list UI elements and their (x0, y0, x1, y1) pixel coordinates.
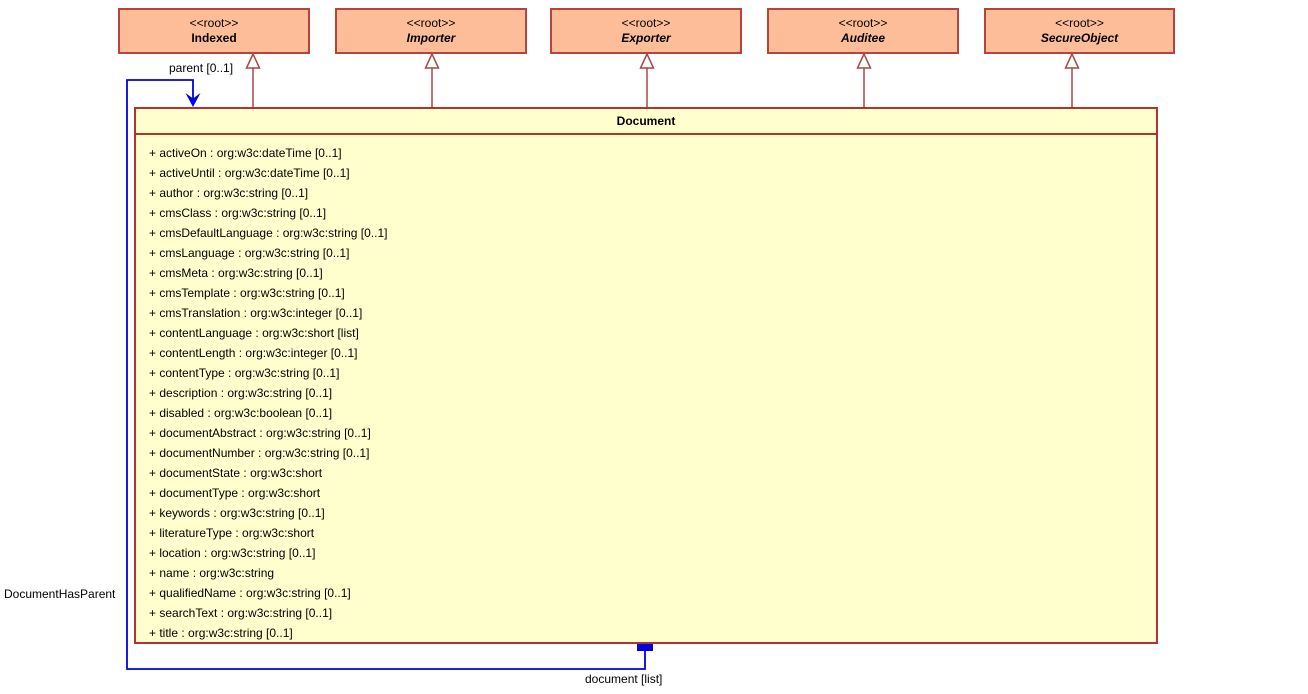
generalization-triangle-icon (245, 52, 261, 69)
attribute: + contentLanguage : org:w3c:short [list] (149, 326, 359, 340)
attribute: + author : org:w3c:string [0..1] (149, 186, 309, 200)
class-name: Indexed (191, 31, 237, 45)
association-name-label: DocumentHasParent (4, 587, 116, 601)
class-box-importer: <<root>> Importer (335, 8, 527, 54)
stereotype-label: <<root>> (406, 16, 456, 30)
attribute: + title : org:w3c:string [0..1] (149, 626, 293, 640)
generalization-lines (252, 67, 1073, 107)
class-name: Exporter (621, 31, 671, 45)
attribute: + contentLength : org:w3c:integer [0..1] (149, 346, 358, 360)
class-box-auditee: <<root>> Auditee (767, 8, 959, 54)
generalization-triangle-icon (856, 52, 872, 69)
attribute: + documentNumber : org:w3c:string [0..1] (149, 446, 370, 460)
attribute: + searchText : org:w3c:string [0..1] (149, 606, 333, 620)
attribute: + description : org:w3c:string [0..1] (149, 386, 333, 400)
class-box-exporter: <<root>> Exporter (550, 8, 742, 54)
attribute: + cmsClass : org:w3c:string [0..1] (149, 206, 327, 220)
attribute: + disabled : org:w3c:boolean [0..1] (149, 406, 333, 420)
stereotype-label: <<root>> (1055, 16, 1104, 30)
association-end-square-icon (637, 644, 653, 651)
stereotype-label: <<root>> (838, 16, 888, 30)
attribute: + qualifiedName : org:w3c:string [0..1] (149, 586, 351, 600)
generalization-triangle-icon (639, 52, 655, 69)
attribute: + cmsTemplate : org:w3c:string [0..1] (149, 286, 345, 300)
class-name: Importer (406, 31, 456, 45)
class-box-document: Document + activeOn : org:w3c:dateTime [… (134, 107, 1158, 644)
attribute: + activeUntil : org:w3c:dateTime [0..1] (149, 166, 350, 180)
generalization-triangle-icon (1064, 52, 1080, 69)
attribute: + name : org:w3c:string (149, 566, 275, 580)
document-role-label: document [list] (585, 672, 663, 686)
attribute: + documentState : org:w3c:short (149, 466, 323, 480)
attribute: + contentType : org:w3c:string [0..1] (149, 366, 340, 380)
class-box-secureobject: <<root>> SecureObject (984, 8, 1175, 54)
stereotype-label: <<root>> (189, 16, 239, 30)
attribute-list: + activeOn : org:w3c:dateTime [0..1] + a… (136, 135, 1156, 643)
stereotype-label: <<root>> (621, 16, 671, 30)
attribute: + literatureType : org:w3c:short (149, 526, 315, 540)
class-title: Document (136, 109, 1156, 135)
generalization-triangle-icon (424, 52, 440, 69)
attribute: + activeOn : org:w3c:dateTime [0..1] (149, 146, 342, 160)
generalization-arrowheads (245, 52, 1080, 69)
attribute: + location : org:w3c:string [0..1] (149, 546, 316, 560)
attribute: + documentType : org:w3c:short (149, 486, 321, 500)
attribute: + cmsMeta : org:w3c:string [0..1] (149, 266, 323, 280)
association-arrowhead-icon (185, 93, 201, 107)
class-name: SecureObject (1040, 31, 1119, 45)
parent-role-label: parent [0..1] (169, 61, 234, 75)
attribute: + cmsLanguage : org:w3c:string [0..1] (149, 246, 350, 260)
attribute: + cmsTranslation : org:w3c:integer [0..1… (149, 306, 363, 320)
attribute: + keywords : org:w3c:string [0..1] (149, 506, 325, 520)
attribute: + documentAbstract : org:w3c:string [0..… (149, 426, 371, 440)
attribute: + cmsDefaultLanguage : org:w3c:string [0… (149, 226, 388, 240)
class-box-indexed: <<root>> Indexed (118, 8, 310, 54)
class-name: Auditee (840, 31, 885, 45)
